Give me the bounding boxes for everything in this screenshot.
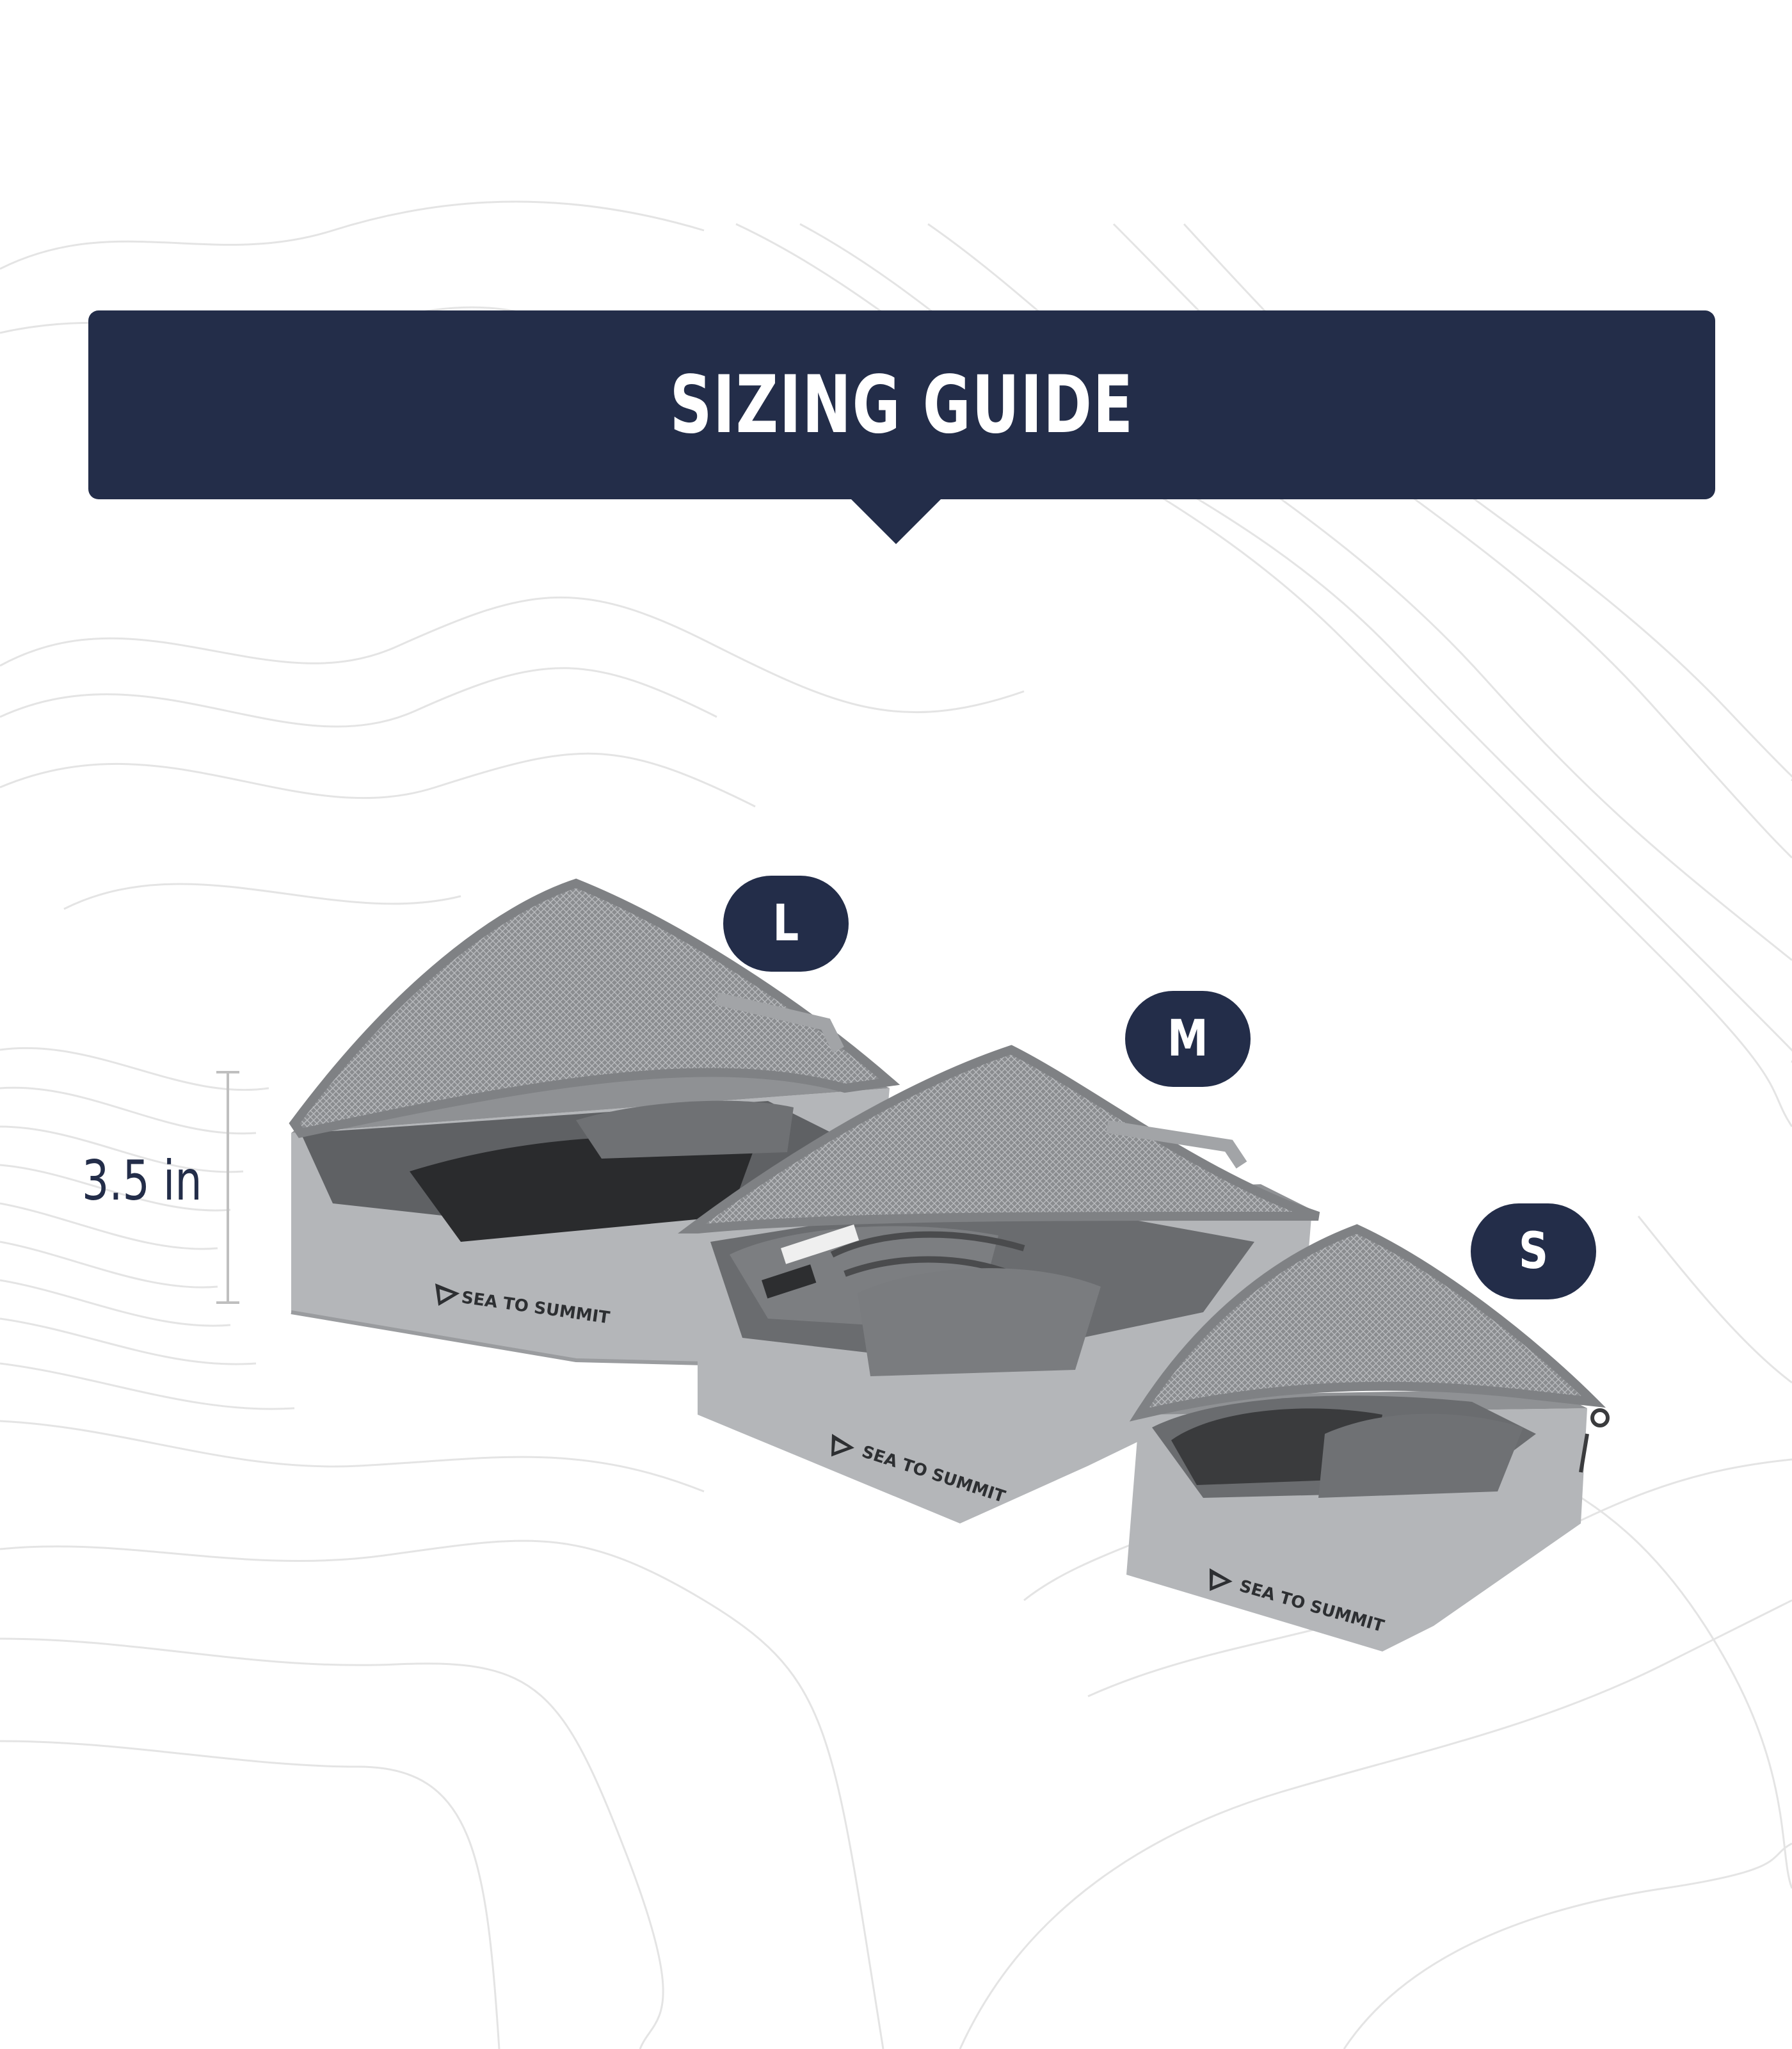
size-badge-large: L bbox=[723, 876, 849, 972]
size-badge-small: S bbox=[1471, 1203, 1596, 1299]
size-label-medium: M bbox=[1167, 1010, 1208, 1068]
size-badge-medium: M bbox=[1125, 991, 1251, 1087]
small-packing-cube: SEA TO SUMMIT bbox=[1126, 1224, 1610, 1651]
size-label-small: S bbox=[1518, 1223, 1549, 1280]
large-packing-cube: SEA TO SUMMIT bbox=[289, 878, 900, 1365]
banner-pointer bbox=[850, 498, 942, 544]
sea-to-summit-logo-icon bbox=[831, 1434, 854, 1457]
sea-to-summit-logo-icon bbox=[1210, 1568, 1233, 1591]
banner-title: SIZING GUIDE bbox=[669, 358, 1134, 451]
sizing-guide-banner: SIZING GUIDE bbox=[88, 310, 1715, 499]
medium-packing-cube: SEA TO SUMMIT bbox=[677, 1045, 1320, 1523]
sea-to-summit-logo-icon bbox=[435, 1283, 460, 1306]
size-label-large: L bbox=[772, 895, 799, 952]
height-label: 3.5 in bbox=[82, 1149, 202, 1213]
